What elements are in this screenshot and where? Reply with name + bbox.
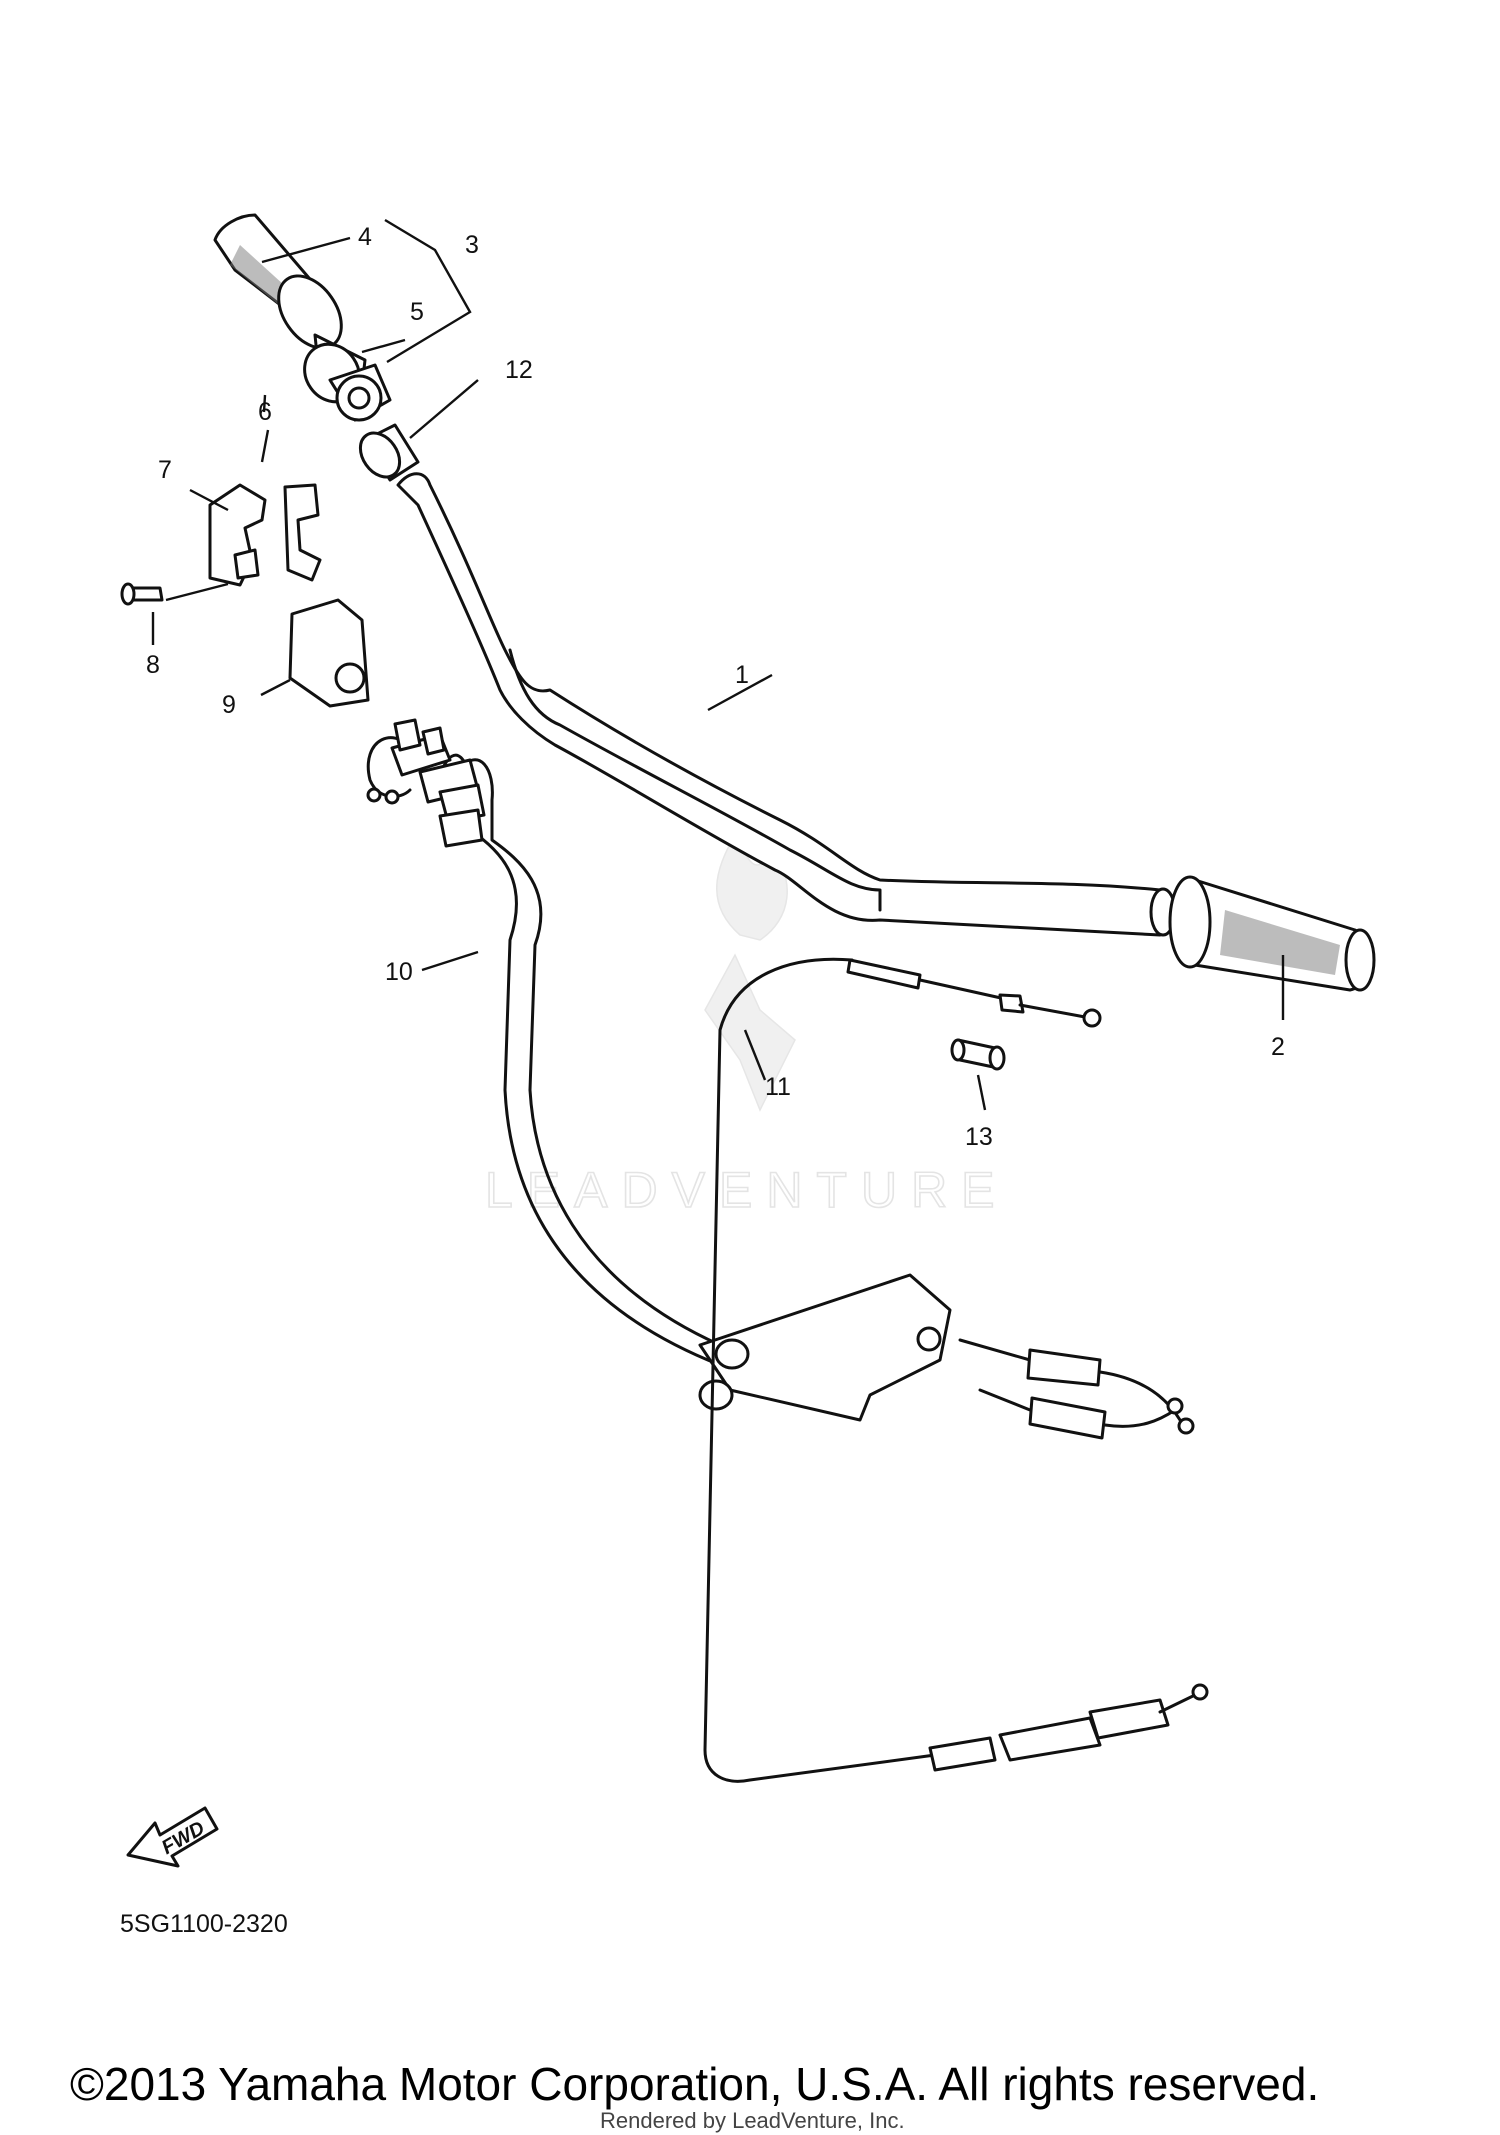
callout-7: 7 xyxy=(158,456,172,484)
part-cover xyxy=(288,598,370,708)
part-throttle-housing xyxy=(208,483,322,587)
part-handlebar xyxy=(396,472,1177,937)
callout-3: 3 xyxy=(465,231,479,259)
callout-12: 12 xyxy=(505,356,533,384)
rendered-by: Rendered by LeadVenture, Inc. xyxy=(600,2108,905,2133)
callout-10: 10 xyxy=(385,958,413,986)
part-throttle-cable xyxy=(366,718,1195,1440)
diagram-code: 5SG1100-2320 xyxy=(120,1910,288,1938)
callouts: 1 2 3 4 5 6 7 8 9 10 11 12 13 xyxy=(146,223,1285,1151)
part-right-grip xyxy=(1168,875,1376,992)
fwd-arrow-icon: FWD xyxy=(126,1806,219,1868)
part-adjuster xyxy=(950,1038,1006,1071)
callout-13: 13 xyxy=(965,1123,993,1151)
watermark-logo-icon xyxy=(704,827,796,1112)
watermark: LEADVENTURE xyxy=(484,827,1009,1219)
callout-5: 5 xyxy=(410,298,424,326)
part-screw xyxy=(120,582,164,606)
callout-9: 9 xyxy=(222,691,236,719)
part-clutch-cable xyxy=(703,957,1209,1783)
leader-lines xyxy=(151,218,1285,1111)
copyright-notice: ©2013 Yamaha Motor Corporation, U.S.A. A… xyxy=(70,2058,1319,2110)
callout-11: 11 xyxy=(765,1073,791,1101)
part-collar xyxy=(358,423,420,482)
callout-4: 4 xyxy=(358,223,372,251)
callout-6: 6 xyxy=(258,398,272,426)
callout-2: 2 xyxy=(1271,1033,1285,1061)
callout-8: 8 xyxy=(146,651,160,679)
watermark-text: LEADVENTURE xyxy=(485,1162,1009,1218)
part-throttle-grip-assy xyxy=(213,213,392,422)
callout-1: 1 xyxy=(735,661,749,689)
